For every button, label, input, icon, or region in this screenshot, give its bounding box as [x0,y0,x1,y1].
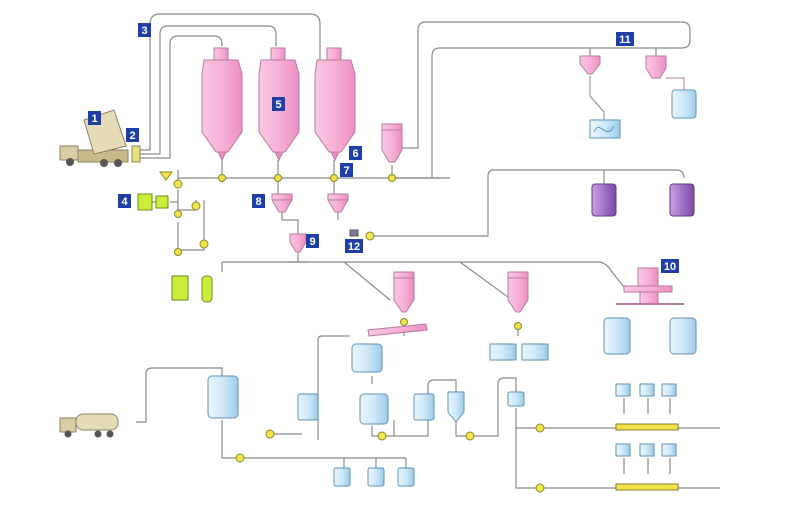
svg-text:11: 11 [619,34,631,46]
svg-text:5: 5 [275,99,281,111]
bag-filter-mid-left [393,271,415,313]
screw-conveyors-bottom [615,423,679,491]
silo-right [314,47,356,162]
screw-conveyor [367,323,428,337]
tanker-truck-icon [59,413,119,438]
callout-2: 2 [126,128,139,142]
callout-6: 6 [349,146,362,160]
blower-unit-4 [137,193,169,211]
hopper-11-left [579,55,605,120]
weighing-unit-10 [616,267,684,305]
svg-text:8: 8 [255,196,261,208]
callout-7: 7 [340,163,353,177]
callout-8: 8 [252,194,265,208]
svg-text:1: 1 [91,113,97,125]
filter-unit [171,275,213,303]
vessels-purple [591,183,695,217]
vibrator-12 [349,229,359,237]
svg-text:2: 2 [129,130,135,142]
callout-5: 5 [272,97,285,111]
svg-text:10: 10 [664,261,676,273]
svg-text:3: 3 [141,25,147,37]
truck-coupling [131,145,141,163]
callout-11: 11 [616,32,634,46]
svg-text:12: 12 [348,241,360,253]
hopper-7 [327,193,349,213]
callout-3: 3 [138,23,151,37]
callout-12: 12 [345,239,363,253]
dust-collector [381,123,403,163]
callout-1: 1 [88,111,101,125]
pipe-network [136,13,720,489]
silo-left [201,47,243,162]
cyclone-9 [289,233,307,253]
callout-9: 9 [306,234,319,248]
callout-10: 10 [661,259,679,273]
hopper-8 [271,193,293,213]
svg-text:4: 4 [121,196,128,208]
bag-filter-mid-right [507,271,529,313]
hopper-11-right [645,55,685,90]
svg-text:7: 7 [343,165,349,177]
svg-text:9: 9 [309,236,315,248]
vessels-blue [207,89,697,487]
callout-4: 4 [118,194,131,208]
callout-labels: 1 2 3 4 5 6 7 8 [88,23,679,273]
svg-text:6: 6 [352,148,358,160]
rotary-valves [159,171,545,493]
